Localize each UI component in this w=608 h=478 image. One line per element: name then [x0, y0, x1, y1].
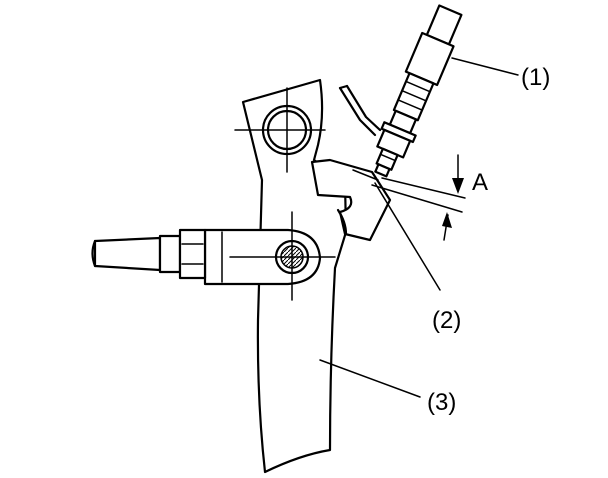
label-sensor: (1) — [521, 64, 550, 91]
gap-dimension — [371, 154, 466, 241]
target-plate — [310, 158, 392, 242]
upper-pivot-bolt — [234, 87, 326, 173]
sensor-bracket — [338, 84, 382, 137]
label-gap: A — [472, 169, 488, 196]
leader-line-sensor — [451, 57, 519, 76]
lower-pivot — [203, 211, 336, 301]
label-arm: (3) — [427, 389, 456, 416]
rod-assembly — [91, 228, 207, 280]
label-target: (2) — [432, 307, 461, 334]
leader-line-arm — [319, 359, 421, 398]
leader-line-target — [374, 182, 441, 291]
proximity-sensor — [374, 4, 463, 178]
